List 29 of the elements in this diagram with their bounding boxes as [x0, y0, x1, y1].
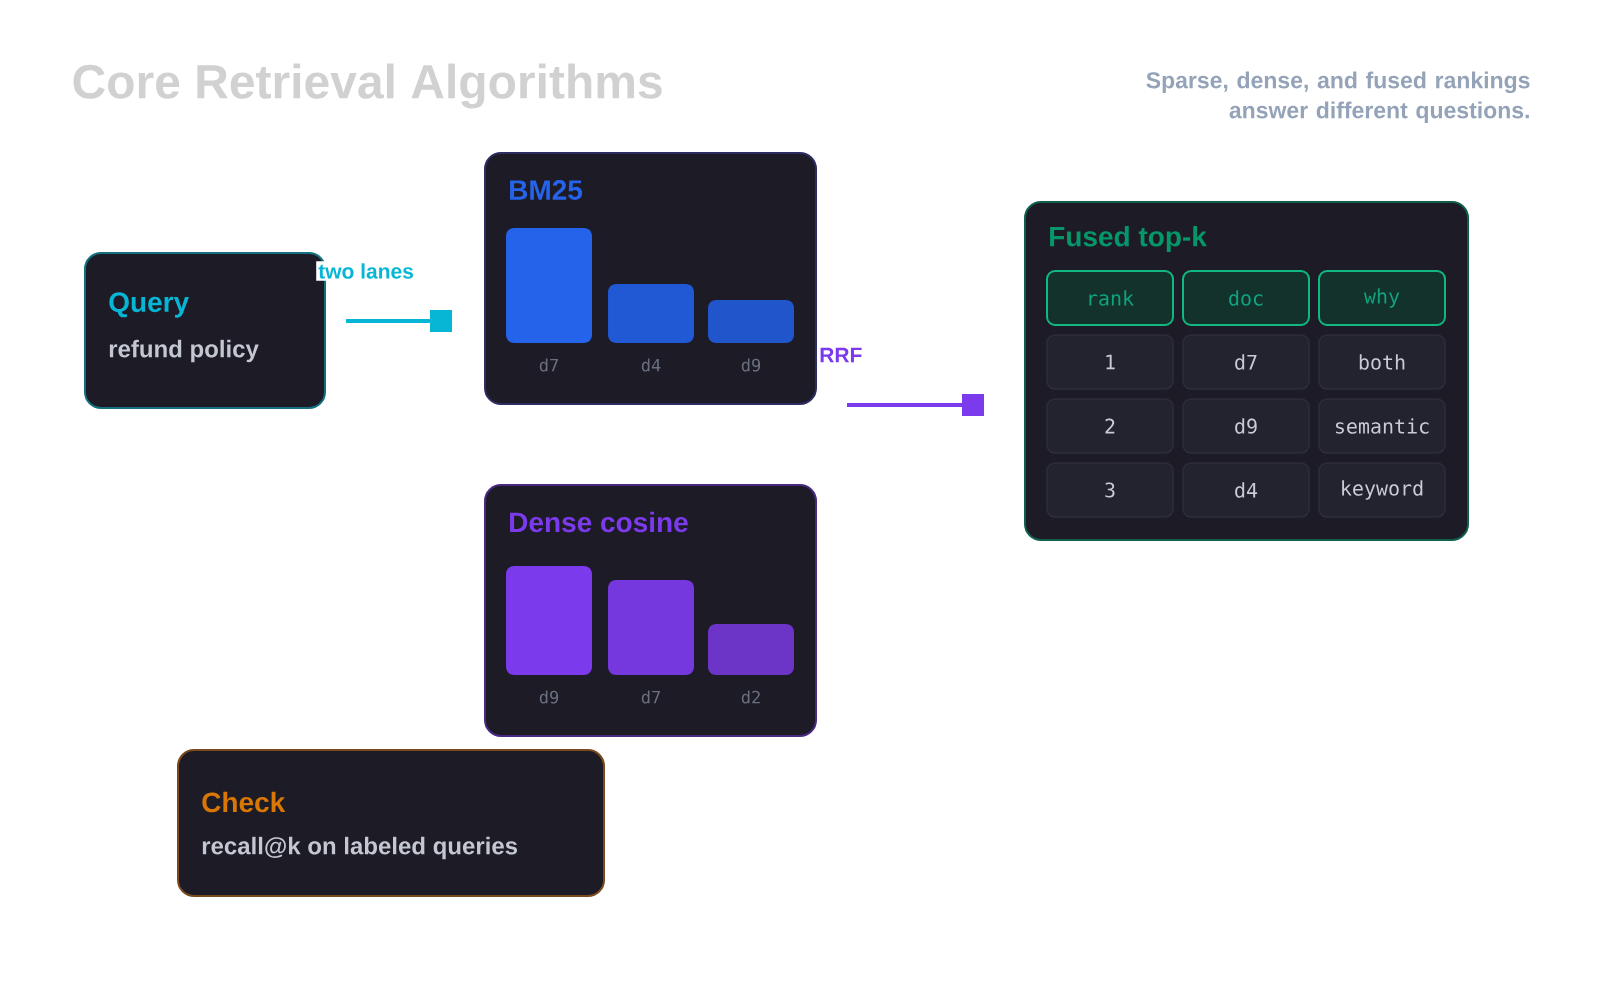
table-cell: 3 — [1046, 462, 1174, 518]
header-cell: rank — [1046, 270, 1174, 326]
table-cell: 2 — [1046, 398, 1174, 454]
table-cell: d7 — [1182, 334, 1310, 390]
header-cell: why — [1318, 270, 1446, 326]
connector — [346, 310, 452, 332]
card-text: refund policy — [109, 339, 259, 363]
table-cell: both — [1318, 334, 1446, 390]
table-cell: keyword — [1318, 462, 1446, 518]
table-cell: semantic — [1318, 398, 1446, 454]
card-title: Dense cosine — [510, 511, 688, 533]
bar-label: d2 — [741, 690, 760, 704]
card-text: recall@k on labeled queries — [202, 836, 518, 860]
bar-label: d7 — [539, 358, 558, 372]
card-title: Fused top-k — [1050, 225, 1207, 253]
bar-label: d9 — [741, 358, 761, 372]
bar-label: d4 — [641, 358, 661, 372]
subtitle: Sparse, dense, and fused rankings answer different questions. — [1146, 71, 1530, 123]
edge-label: two lanes — [316, 261, 416, 281]
header-cell: doc — [1182, 270, 1310, 326]
table-cell: 1 — [1046, 334, 1174, 390]
table-cell: d4 — [1182, 462, 1310, 518]
bar-label: d7 — [641, 690, 660, 704]
connector — [847, 394, 984, 416]
card-title: BM25 — [510, 180, 583, 200]
card-title: Check — [202, 791, 286, 813]
bar-label: d9 — [539, 690, 559, 704]
table-cell: d9 — [1182, 398, 1310, 454]
card-title: Query — [109, 292, 189, 318]
